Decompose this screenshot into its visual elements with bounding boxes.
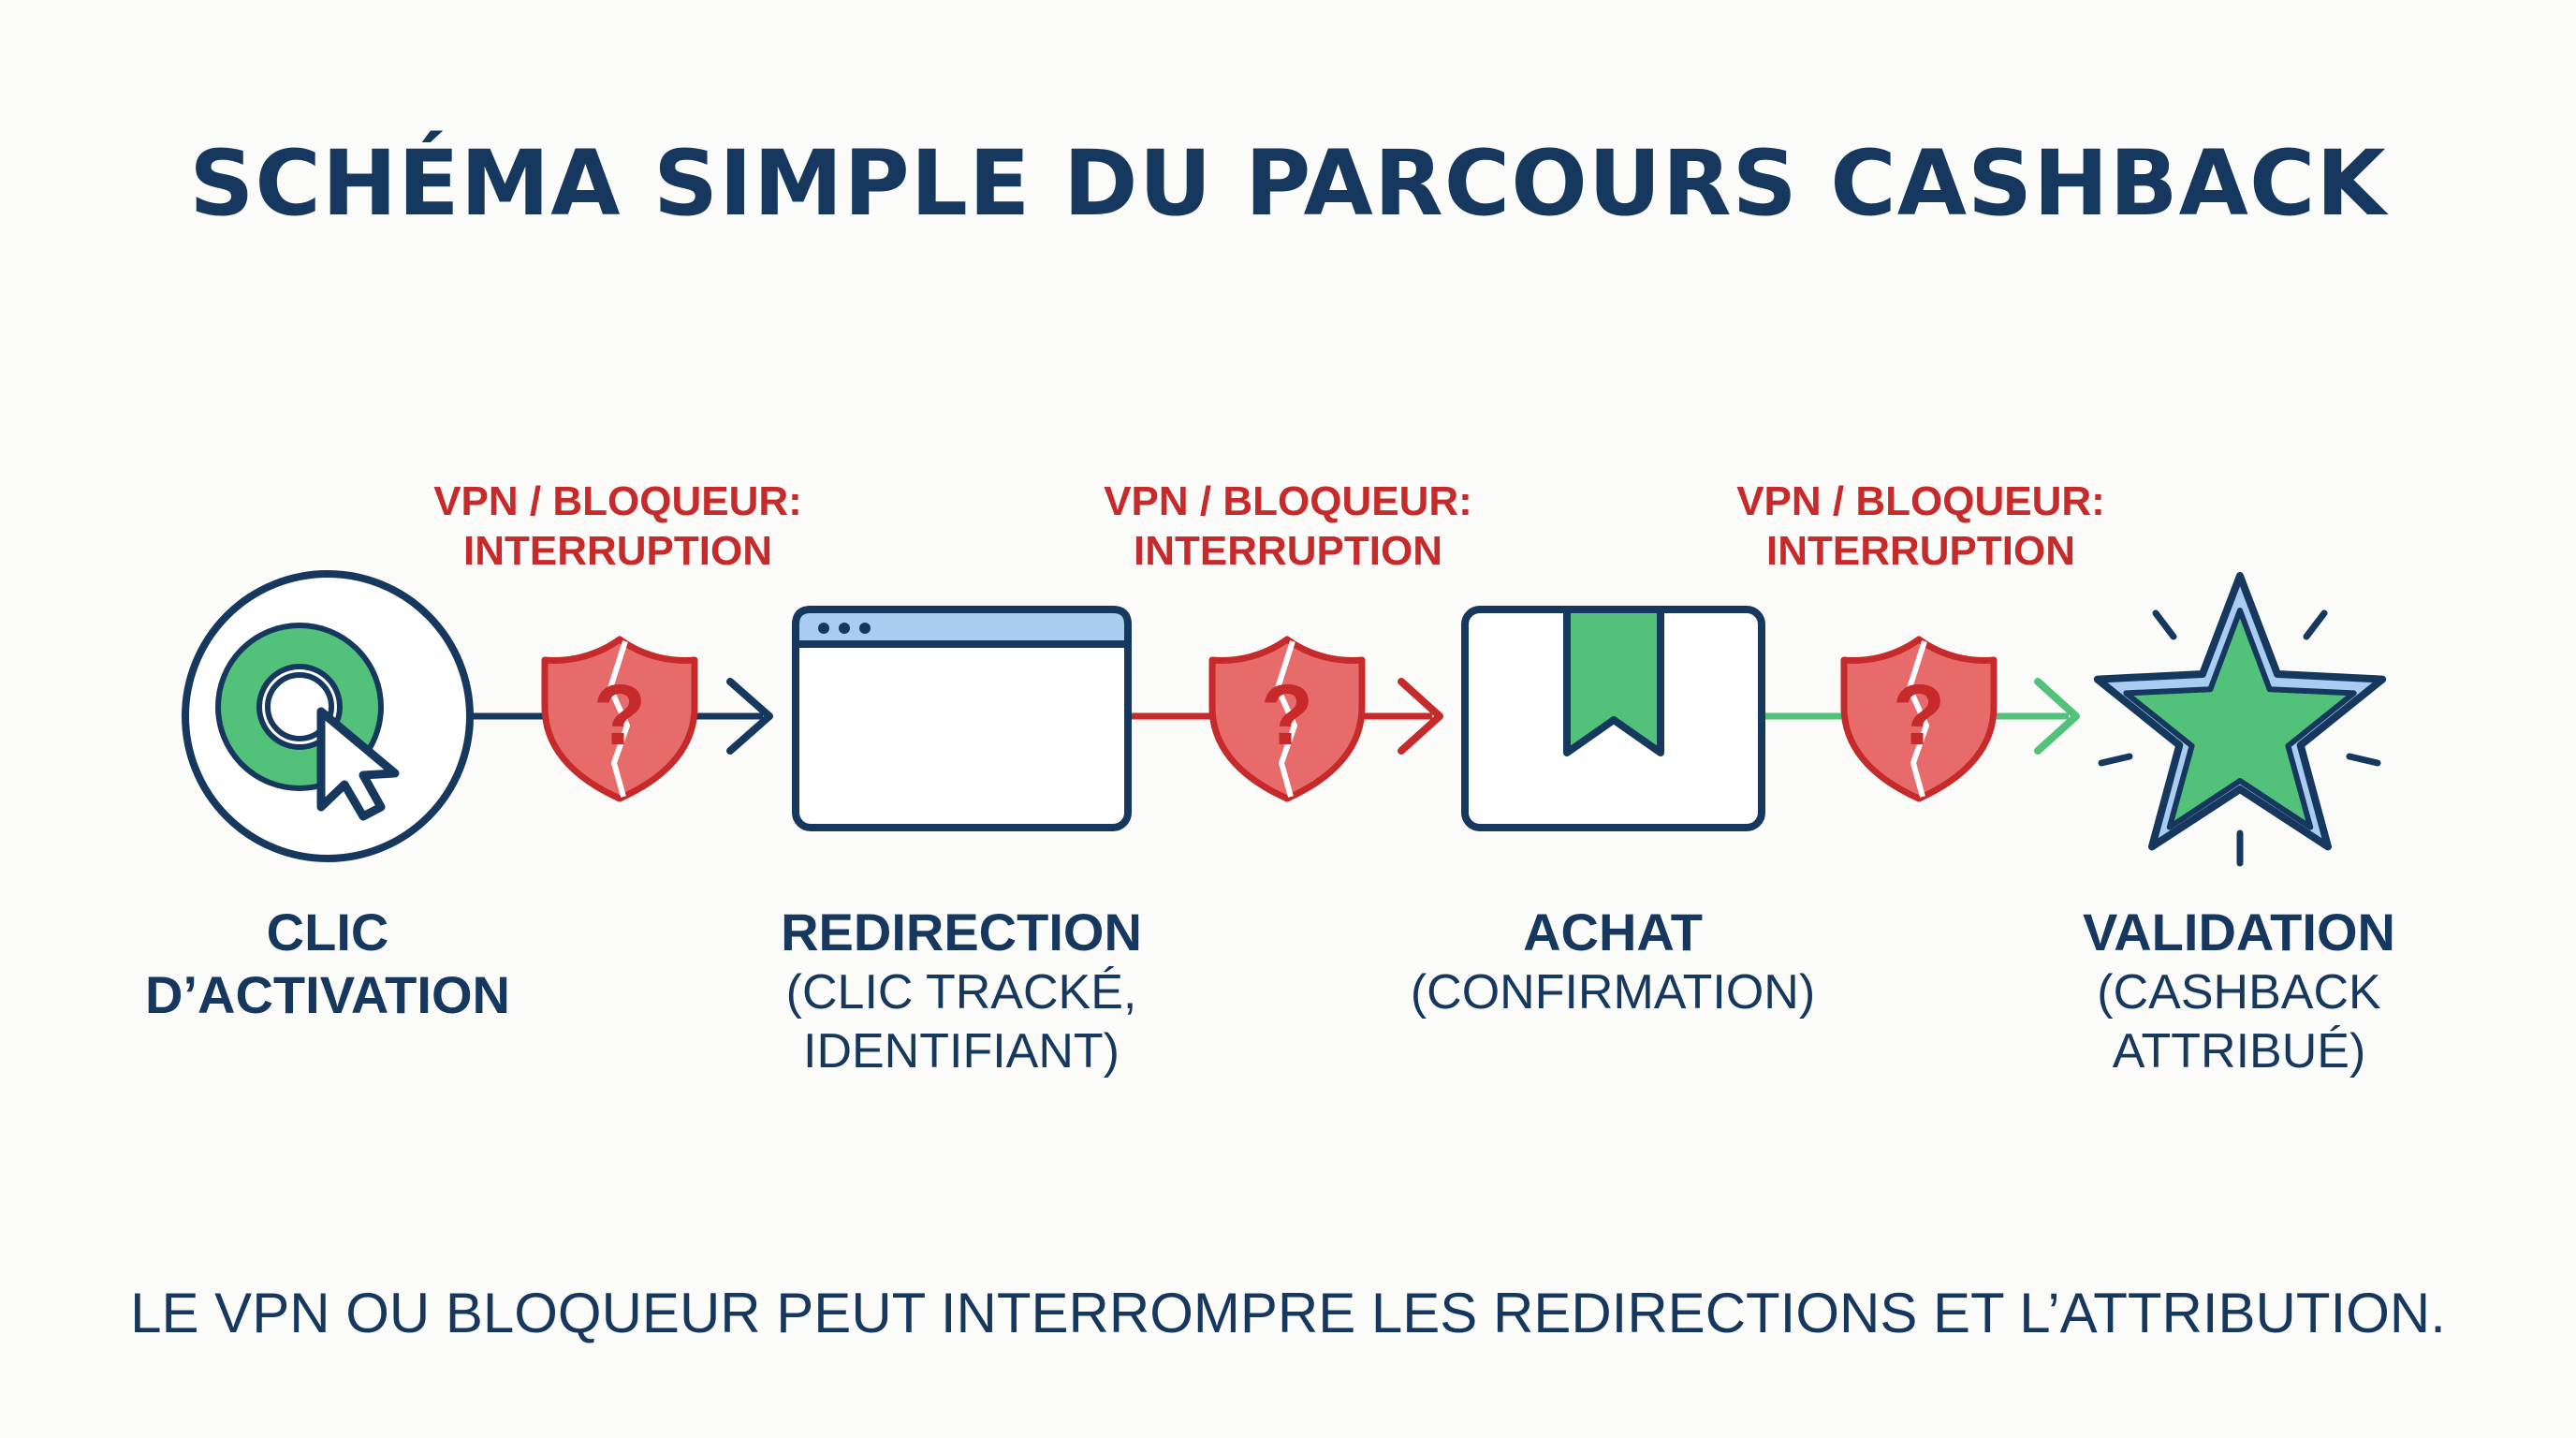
footer-note: LE VPN OU BLOQUEUR PEUT INTERROMPRE LES … bbox=[130, 1282, 2446, 1344]
interruption-warning-3: VPN / BLOQUEUR: INTERRUPTION bbox=[1736, 478, 2105, 574]
step-label-achat: ACHAT (CONFIRMATION) bbox=[1410, 902, 1816, 1020]
step-label-activation: CLIC D’ACTIVATION bbox=[145, 902, 510, 1025]
interruption-question-mark: ? bbox=[1893, 668, 1945, 763]
step-label-redirection: REDIRECTION (CLIC TRACKÉ, IDENTIFIANT) bbox=[781, 902, 1142, 1078]
cursor-click-icon bbox=[182, 570, 474, 862]
broken-shield-icon: ? bbox=[1840, 636, 1998, 802]
star-icon bbox=[2093, 572, 2387, 867]
package-bookmark-icon bbox=[1461, 606, 1765, 831]
interruption-warning-1: VPN / BLOQUEUR: INTERRUPTION bbox=[433, 478, 802, 574]
interruption-warning-2: VPN / BLOQUEUR: INTERRUPTION bbox=[1104, 478, 1472, 574]
diagram-title: SCHÉMA SIMPLE DU PARCOURS CASHBACK bbox=[189, 131, 2387, 236]
broken-shield-icon: ? bbox=[541, 636, 698, 802]
browser-window-icon bbox=[792, 606, 1132, 831]
broken-shield-icon: ? bbox=[1208, 636, 1366, 802]
interruption-question-mark: ? bbox=[593, 668, 646, 763]
step-label-validation: VALIDATION (CASHBACK ATTRIBUÉ) bbox=[2083, 902, 2395, 1078]
interruption-question-mark: ? bbox=[1261, 668, 1313, 763]
